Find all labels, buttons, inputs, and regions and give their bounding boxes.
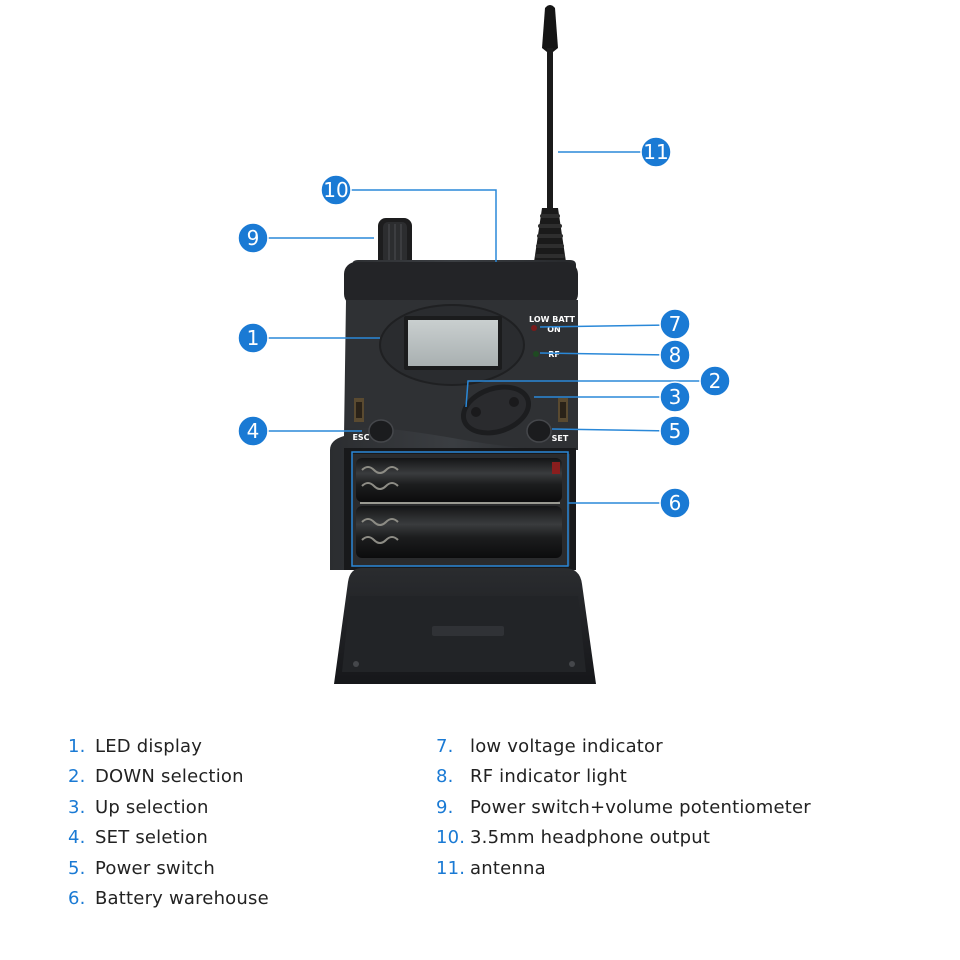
callout-10-number: 10 (323, 178, 348, 202)
battery-lid (334, 568, 596, 684)
callout-7-number: 7 (669, 312, 682, 336)
legend-number: 4. (68, 827, 86, 849)
lcd-display (404, 316, 502, 370)
on-label: ON (547, 325, 561, 334)
legend-right: 7. low voltage indicator 8. RF indicator l… (436, 732, 811, 884)
volume-knob (378, 218, 412, 268)
antenna (534, 5, 566, 262)
battery-compartment (344, 448, 576, 570)
indicator-panel: LOW BATT ON RF (529, 315, 576, 359)
legend-number: 6. (68, 887, 86, 909)
callout-11-number: 11 (643, 140, 668, 164)
legend-number: 2. (68, 766, 86, 788)
battery-spring-top (361, 466, 399, 490)
legend-item: 10.3.5mm headphone output (436, 823, 811, 853)
callout-4-number: 4 (247, 419, 260, 443)
callout-9: 9 (237, 222, 269, 254)
callout-11: 11 (640, 136, 672, 168)
set-button: SET (526, 419, 569, 443)
legend-number: 10. (436, 827, 466, 849)
legend-number: 7. (436, 736, 454, 757)
leader-2 (465, 380, 712, 408)
legend-text: Power switch (95, 857, 216, 879)
battery-top (356, 458, 562, 502)
esc-label: ESC (352, 433, 369, 442)
rf-label: RF (548, 350, 560, 359)
legend-text: Up selection (95, 796, 209, 818)
callout-6: 6 (659, 487, 691, 519)
legend-item: 6. Battery warehouse (68, 884, 269, 914)
legend-item: 3. Up selection (68, 793, 269, 823)
callout-1-number: 1 (247, 326, 260, 350)
callout-1: 1 (237, 322, 269, 354)
callout-3-number: 3 (669, 385, 682, 409)
leader-7 (539, 324, 673, 328)
legend-number: 3. (68, 796, 86, 818)
legend-text: LED display (95, 736, 203, 757)
legend-number: 1. (68, 736, 86, 757)
callout-3: 3 (659, 381, 691, 413)
legend-left: 1. LED display 2. DOWN selection 3. Up sele… (68, 732, 269, 914)
device-diagram: LOW BATT ON RF ESC SET (237, 5, 731, 684)
antenna-boot (534, 208, 566, 262)
legend-text: RF indicator light (470, 766, 628, 788)
low-batt-label: LOW BATT (529, 315, 576, 324)
leader-5 (551, 428, 673, 432)
callout-8: 8 (659, 339, 691, 371)
legend-item: 7. low voltage indicator (436, 732, 811, 762)
legend-item: 1. LED display (68, 732, 269, 762)
callout-2: 2 (699, 365, 731, 397)
callout-5: 5 (659, 415, 691, 447)
battery-bottom (356, 506, 562, 558)
callout-4: 4 (237, 415, 269, 447)
callout-6-number: 6 (669, 491, 682, 515)
callout-9-number: 9 (247, 226, 260, 250)
up-down-rocker (460, 384, 532, 436)
legend-text: 3.5mm headphone output (470, 827, 711, 849)
legend-item: 5. Power switch (68, 854, 269, 884)
legend-item: 4. SET seletion (68, 823, 269, 853)
callout-8-number: 8 (669, 343, 682, 367)
battery-spring-bottom (361, 518, 399, 544)
legend-number: 11. (436, 857, 466, 879)
legend-item: 11.antenna (436, 854, 811, 884)
legend-text: SET seletion (95, 827, 208, 849)
legend-text: DOWN selection (95, 766, 244, 788)
callout-2-number: 2 (709, 369, 722, 393)
legend-item: 9. Power switch+volume potentiometer (436, 793, 811, 823)
rf-led (533, 351, 539, 357)
leader-lines (258, 151, 712, 567)
legend-number: 5. (68, 857, 86, 879)
legend-number: 8. (436, 766, 454, 788)
callout-7: 7 (659, 308, 691, 340)
callout-10: 10 (320, 174, 352, 206)
legend-item: 8. RF indicator light (436, 762, 811, 792)
leader-10 (340, 189, 497, 262)
callout-5-number: 5 (669, 419, 682, 443)
set-label: SET (552, 434, 569, 443)
battery-outline (351, 451, 569, 567)
legend-item: 2. DOWN selection (68, 762, 269, 792)
legend-text: Battery warehouse (95, 887, 269, 909)
legend-number: 9. (436, 796, 454, 818)
low-batt-led (531, 325, 537, 331)
esc-button: ESC (352, 419, 394, 443)
leader-8 (539, 352, 673, 356)
legend-text: antenna (470, 857, 546, 879)
legend-text: low voltage indicator (470, 736, 663, 757)
legend-text: Power switch+volume potentiometer (470, 796, 811, 818)
